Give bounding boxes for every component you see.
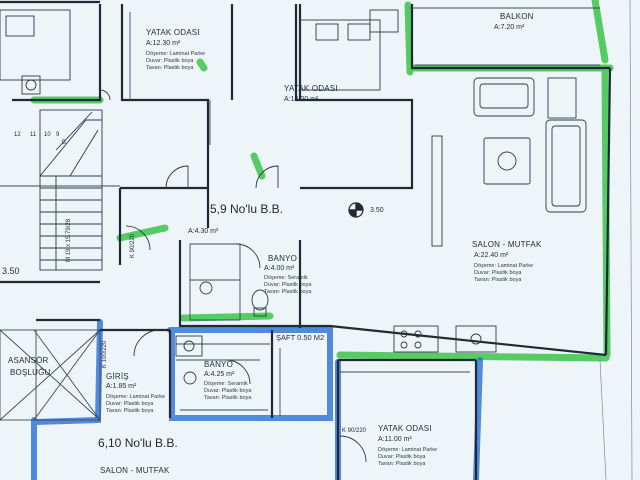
fixtures [21, 75, 269, 385]
living-kitchen-1-wall: Duvar: Plastik boya [474, 270, 522, 276]
unit-6-10-title: 6,10 No'lu B.B. [98, 436, 178, 450]
stair-step-10: 10 [44, 132, 51, 138]
living-kitchen-1-ceiling: Tavan: Plastik boya [474, 277, 522, 283]
hall-area: A:4.30 m² [188, 228, 219, 235]
entrance-ceiling: Tavan: Plastik boya [106, 408, 154, 414]
bedroom-3-wall: Duvar: Plastik boya [378, 454, 426, 460]
living-furniture [393, 77, 587, 353]
bedroom-1-floor: Döşeme: Laminat Parke [146, 51, 205, 57]
bathroom-2-area: A:4.25 m² [204, 371, 235, 378]
elevator-label-1: ASANSÖR [8, 356, 49, 365]
stair-step-b: B [62, 140, 67, 146]
bathroom-2-ceiling: Tavan: Plastik boya [204, 395, 252, 401]
bedroom-3-area: A:11.00 m² [378, 436, 412, 443]
stair-note: M 19 x 15.79/28 [66, 218, 72, 262]
site-edge [599, 0, 633, 480]
entrance-floor: Döşeme: Laminat Parke [106, 394, 165, 400]
bathroom-2-name: BANYO [204, 360, 234, 369]
bedroom-1-area: A:12.30 m² [146, 40, 181, 47]
shaft-label: ŞAFT 0.50 M2 [276, 333, 325, 342]
bathroom-1-floor: Döşeme: Seramik [264, 275, 308, 281]
level-marker [348, 202, 364, 218]
dimension-350-left: 3.50 [2, 266, 20, 276]
living-kitchen-1-floor: Döşeme: Laminat Parke [474, 263, 533, 269]
elevator-shaft [0, 329, 101, 421]
interior-lines [0, 7, 600, 421]
bedroom-2-area: A:14.00 m² [284, 96, 319, 103]
bedroom-1-ceiling: Tavan: Plastik boya [146, 65, 194, 71]
bathroom-1-wall: Duvar: Plastik boya [264, 282, 312, 288]
elevator-label-2: BOŞLUĞU [10, 368, 51, 377]
bedroom-1-name: YATAK ODASI [146, 28, 200, 37]
stair-step-9: 9 [56, 132, 60, 138]
bedroom-1-wall: Duvar: Plastik boya [146, 58, 194, 64]
bathroom-1-area: A:4.00 m² [264, 265, 295, 272]
unit-5-9-title: 5,9 No'lu B.B. [210, 202, 283, 216]
doors [99, 89, 367, 463]
living-kitchen-1-name: SALON - MUTFAK [472, 240, 542, 249]
door-mark-2: K 100/220 [102, 340, 108, 368]
bathroom-1-name: BANYO [268, 254, 298, 263]
living-kitchen-1-area: A:22.40 m² [474, 252, 509, 259]
bedroom-3-ceiling: Tavan: Plastik boya [378, 461, 426, 467]
beds [0, 9, 399, 91]
bedroom-3-name: YATAK ODASI [378, 424, 432, 433]
bedroom-2-name: YATAK ODASI [284, 84, 338, 93]
entrance-area: A:1.85 m² [106, 383, 137, 390]
stair-step-11: 11 [30, 132, 37, 138]
entrance-wall: Duvar: Plastik boya [106, 401, 154, 407]
balcony-name: BALKON [500, 12, 534, 21]
dimension-350-right: 3.50 [370, 207, 384, 214]
balcony-area: A:7.20 m² [494, 24, 525, 31]
bathroom-1-ceiling: Tavan: Plastik boya [264, 289, 312, 295]
stair-step-12: 12 [14, 132, 21, 138]
stair [39, 109, 103, 271]
door-mark-1: K 90/220 [130, 233, 136, 258]
living-kitchen-2-name: SALON - MUTFAK [100, 466, 170, 475]
bedroom-3-floor: Döşeme: Laminat Parke [378, 447, 437, 453]
bathroom-2-floor: Döşeme: Seramik [204, 381, 248, 387]
entrance-name: GİRİŞ [106, 372, 129, 381]
bathroom-2-wall: Duvar: Plastik boya [204, 388, 252, 394]
door-mark-3: K 90/220 [342, 428, 367, 434]
